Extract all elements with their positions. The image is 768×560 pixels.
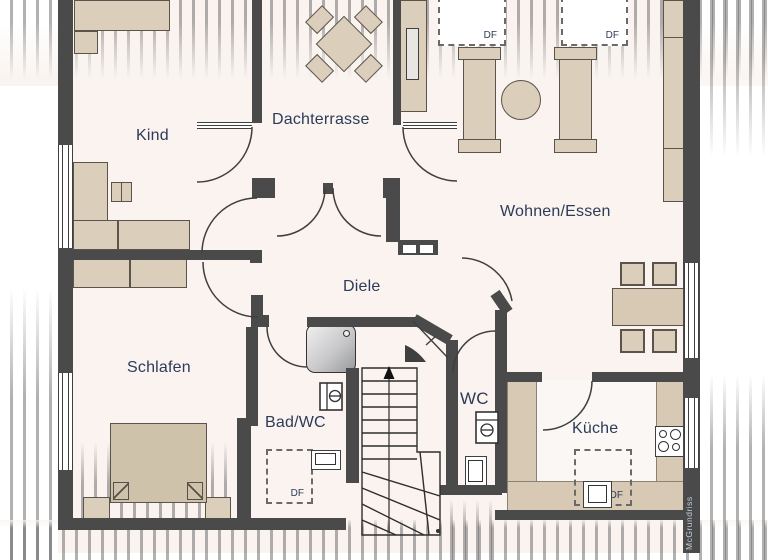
- wall-left-top: [58, 0, 73, 145]
- wall-stub-a: [250, 251, 262, 263]
- watermark: McGrundriss: [684, 496, 694, 550]
- wall-kueche-south: [495, 510, 700, 520]
- desk-kind: [73, 162, 108, 221]
- cupboard-kind-a: [73, 220, 118, 250]
- wall-kind-south: [73, 250, 262, 260]
- plant-circle: [501, 80, 541, 120]
- roof-window-df-1: DF: [438, 0, 506, 46]
- burner: [670, 429, 681, 440]
- shower-drain: [343, 330, 350, 337]
- lounger-2-head: [554, 47, 597, 60]
- room-label-bad-wc: Bad/WC: [265, 414, 326, 431]
- cupboard-kind-b: [118, 220, 190, 250]
- lounger-2-foot: [554, 139, 597, 153]
- window-right-2: [684, 398, 699, 468]
- terrace-door-kind-threshold: [197, 122, 252, 129]
- wall-wohnen-west: [386, 198, 400, 242]
- dining-chair: [620, 262, 645, 286]
- wardrobe-schlafen-b: [130, 259, 187, 288]
- wall-stairs-west: [346, 368, 359, 483]
- room-label-wc: WC: [460, 389, 489, 408]
- window-left-1: [58, 145, 73, 248]
- sideboard-divider: [663, 148, 685, 149]
- dining-chair: [652, 262, 677, 286]
- chimney-flue: [406, 28, 419, 80]
- lounger-1-body: [463, 47, 496, 153]
- wall-double-door-mullion: [323, 183, 333, 194]
- pillow-right: [187, 482, 203, 500]
- roof-hatch-right-top: [700, 0, 768, 165]
- wall-wc-east: [495, 310, 507, 493]
- lounger-1-foot: [458, 139, 501, 153]
- dining-chair: [620, 329, 645, 353]
- wall-chimney-side: [393, 0, 401, 125]
- sideboard: [663, 0, 685, 202]
- sink-basin: [315, 453, 336, 465]
- burner: [659, 430, 667, 438]
- room-label-diele: Diele: [343, 278, 381, 295]
- roof-hatch-wc-south: [440, 493, 498, 560]
- niche-opening: [420, 245, 433, 253]
- room-label-wohnen-essen: Wohnen/Essen: [500, 203, 611, 220]
- wall-double-door-stub-right: [383, 178, 400, 198]
- kitchen-sink-basin: [588, 485, 607, 503]
- roof-hatch-left: [0, 288, 58, 560]
- wardrobe-kind: [74, 0, 170, 31]
- wall-wohnen-south-a: [495, 372, 542, 382]
- sink-wc: [465, 456, 487, 487]
- room-label-kueche: Küche: [572, 420, 619, 437]
- wall-kind-terrace: [252, 0, 262, 123]
- wall-schlafen-south: [58, 518, 244, 530]
- window-left-2: [58, 373, 73, 470]
- wall-schlafen-east-jog: [237, 418, 258, 426]
- roof-window-df-3: DF: [266, 449, 313, 504]
- shower: [306, 324, 356, 373]
- wall-left-mid: [58, 248, 73, 373]
- wall-schlafen-east-upper: [246, 327, 258, 420]
- sink-bad: [311, 450, 341, 470]
- kitchen-sink: [583, 481, 612, 508]
- niche-opening: [403, 245, 416, 253]
- dining-chair: [652, 329, 677, 353]
- window-right-1: [684, 263, 699, 358]
- wall-bad-corner: [251, 315, 269, 327]
- chair-kind: [111, 182, 132, 202]
- df-label: DF: [609, 490, 623, 501]
- room-label-schlafen: Schlafen: [127, 359, 191, 376]
- df-label: DF: [605, 30, 619, 41]
- wardrobe-schlafen-a: [73, 259, 130, 288]
- wall-wc-west: [446, 340, 458, 493]
- wall-wohnen-south-b: [592, 372, 683, 382]
- pillow-left: [113, 482, 129, 500]
- dining-table: [612, 288, 684, 326]
- burner: [672, 443, 680, 451]
- room-label-kind: Kind: [136, 127, 169, 144]
- lounger-2-body: [559, 47, 592, 153]
- lounger-1-head: [458, 47, 501, 60]
- terrace-door-wohnen-threshold: [403, 122, 457, 129]
- burner: [658, 441, 669, 452]
- cooktop: [655, 426, 684, 457]
- wall-schlafen-east-lower: [237, 418, 251, 530]
- wall-left-bottom: [58, 470, 73, 530]
- wall-bad-north: [307, 317, 417, 327]
- room-label-dachterrasse: Dachterrasse: [272, 111, 370, 128]
- wall-wc-south: [440, 485, 502, 495]
- df-label: DF: [483, 30, 497, 41]
- sink-basin: [468, 460, 483, 482]
- df-label: DF: [290, 488, 304, 499]
- roof-window-df-2: DF: [561, 0, 628, 46]
- sideboard-divider: [663, 37, 685, 38]
- wall-bad-south: [251, 518, 346, 530]
- wardrobe-kind-small: [74, 31, 98, 54]
- roof-hatch-right-bottom: [700, 375, 768, 560]
- wall-double-door-stub-left: [252, 178, 275, 198]
